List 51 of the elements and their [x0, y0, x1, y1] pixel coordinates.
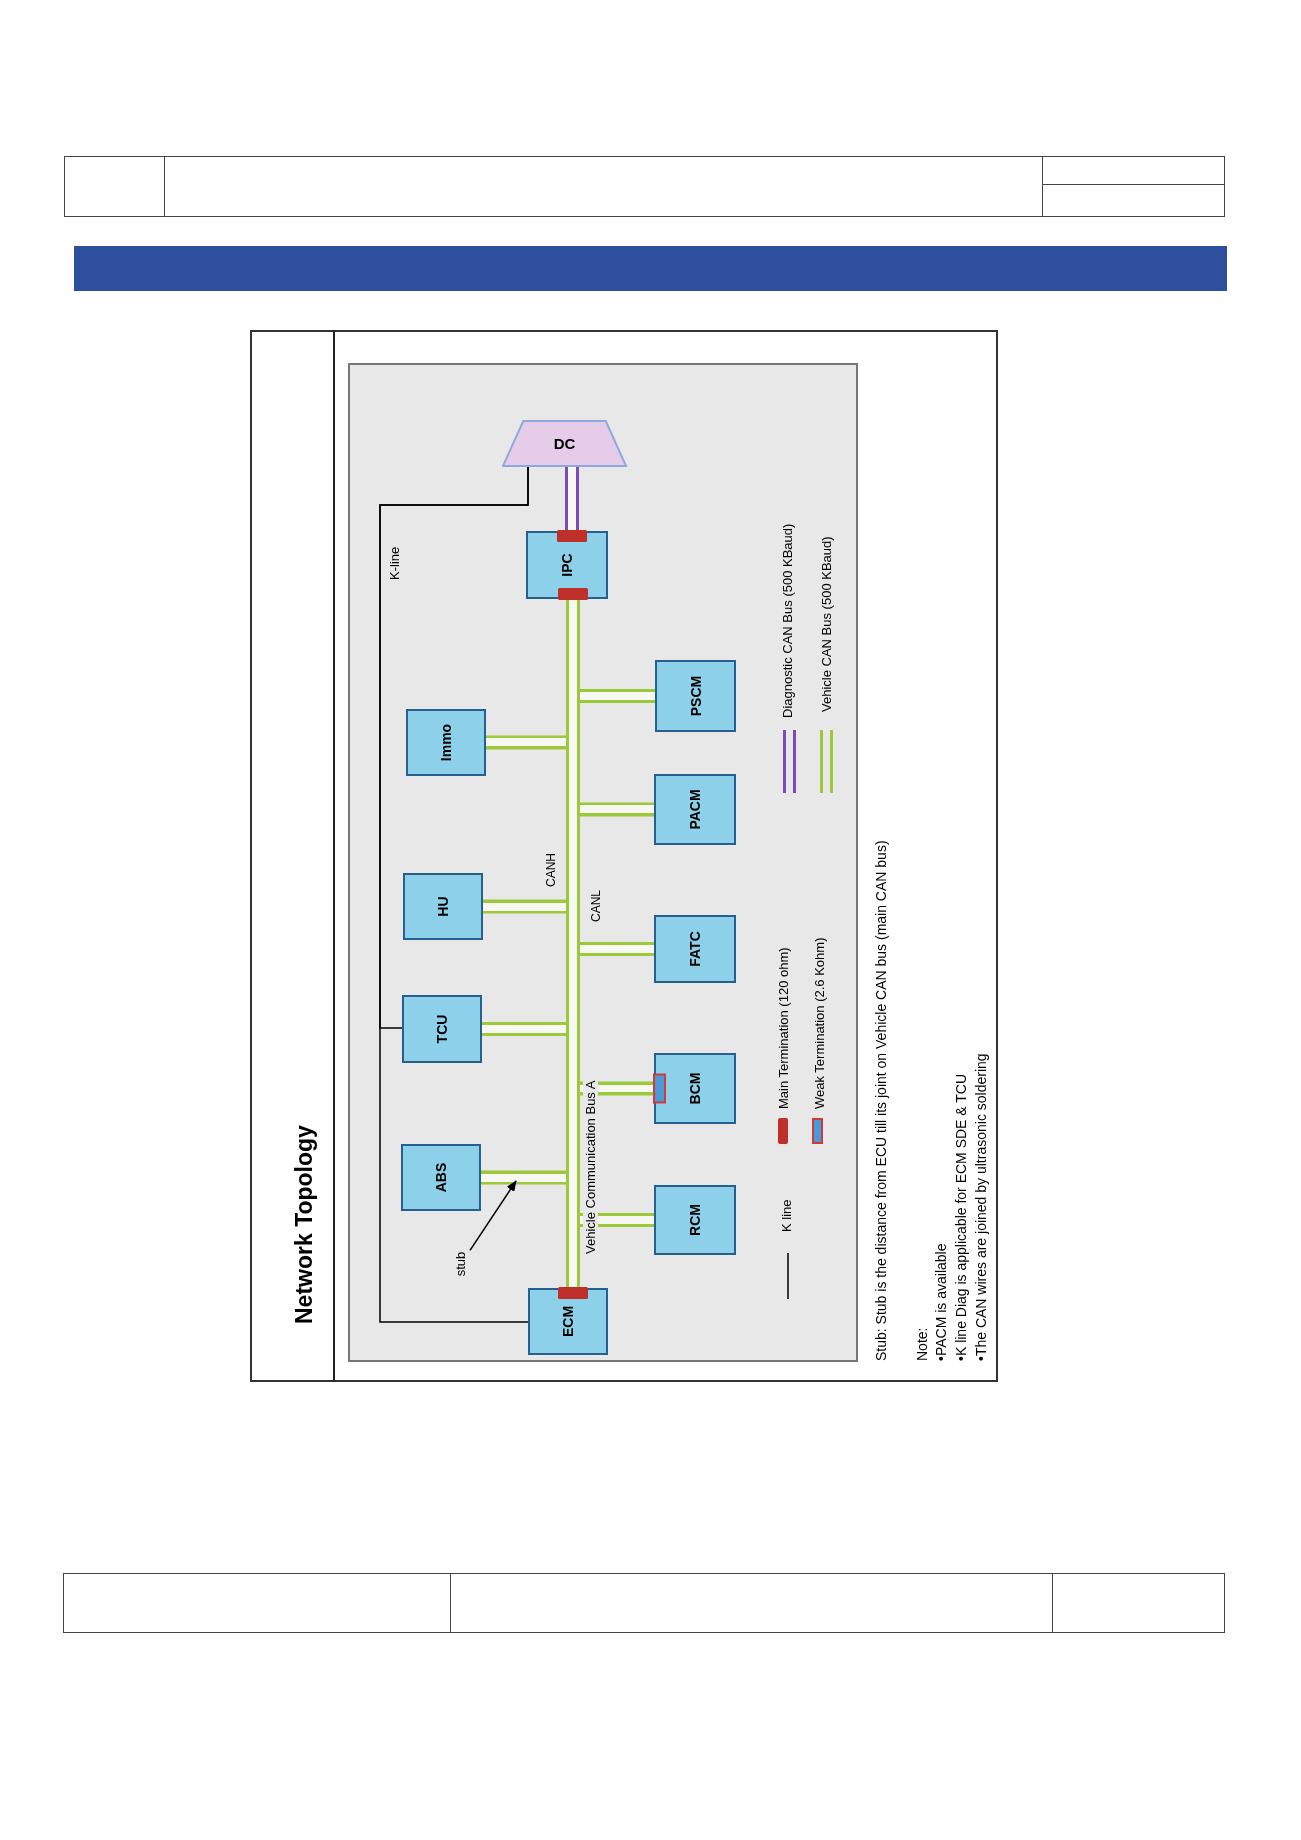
connector-trapezoid — [502, 420, 627, 467]
note-text: •PACM is available — [933, 1243, 950, 1361]
ecu-label: Immo — [439, 723, 453, 762]
connector-label: DC — [553, 436, 576, 451]
legend-label: Vehicle CAN Bus (500 KBaud) — [819, 536, 834, 712]
can-stub-wires — [558, 1270, 588, 1299]
ecu-box — [401, 1144, 481, 1211]
can-stub-wires — [580, 802, 654, 817]
can-stub-wires — [580, 1073, 666, 1104]
can-stub-wires — [580, 1213, 654, 1227]
can-stub-wires — [558, 588, 588, 617]
can-stub-wires — [482, 1022, 566, 1036]
k-line-wire — [379, 466, 529, 1029]
ecu-box — [654, 1053, 736, 1124]
ecu-box — [654, 915, 736, 983]
note-text: •The CAN wires are joined by ultrasonic soldering — [973, 1053, 990, 1361]
ecu-label: PACM — [688, 789, 702, 830]
note-text: Note: — [914, 1327, 931, 1361]
ecu-label: IPC — [560, 553, 574, 577]
ecu-label: BCM — [688, 1072, 702, 1105]
leader-arrow — [469, 1180, 517, 1252]
ecu-box — [528, 1288, 608, 1355]
ecu-label: TCU — [435, 1014, 449, 1044]
section-heading-bar — [74, 246, 1227, 291]
ecu-label: ABS — [434, 1162, 448, 1193]
ecu-box — [654, 1185, 736, 1255]
legend-label: Diagnostic CAN Bus (500 KBaud) — [780, 523, 795, 718]
legend-label: Main Termination (120 ohm) — [776, 947, 791, 1109]
ecu-box — [655, 660, 736, 732]
ecu-box — [406, 709, 486, 776]
legend-label: K line — [779, 1199, 794, 1232]
stub-label: stub — [452, 1244, 470, 1284]
can-stub-wires — [580, 689, 655, 703]
note-text: •K line Diag is applicable for ECM SDE & TCU — [953, 1073, 970, 1361]
diagnostic-can-wires — [557, 467, 587, 542]
can-stub-wires — [483, 899, 566, 914]
bus-label: Vehicle Communication Bus A — [583, 1078, 598, 1256]
ecu-box — [403, 873, 483, 940]
ecu-label: ECM — [561, 1305, 575, 1338]
ecu-box — [402, 995, 482, 1063]
note-text: Stub: Stub is the distance from ECU till its joint on Vehicle CAN bus (main CAN bus) — [873, 840, 890, 1361]
ecu-label: FATC — [688, 931, 702, 967]
can-stub-wires — [481, 1170, 566, 1185]
ecu-label: PSCM — [688, 675, 703, 717]
ecu-label: RCM — [688, 1204, 702, 1236]
legend-label: Weak Termination (2.6 Kohm) — [812, 937, 827, 1109]
can-stub-wires — [486, 735, 566, 750]
ecu-label: HU — [436, 896, 450, 917]
can-stub-wires — [580, 942, 654, 956]
ecu-box — [654, 774, 736, 845]
diagram-title: Network Topology — [290, 1125, 318, 1324]
